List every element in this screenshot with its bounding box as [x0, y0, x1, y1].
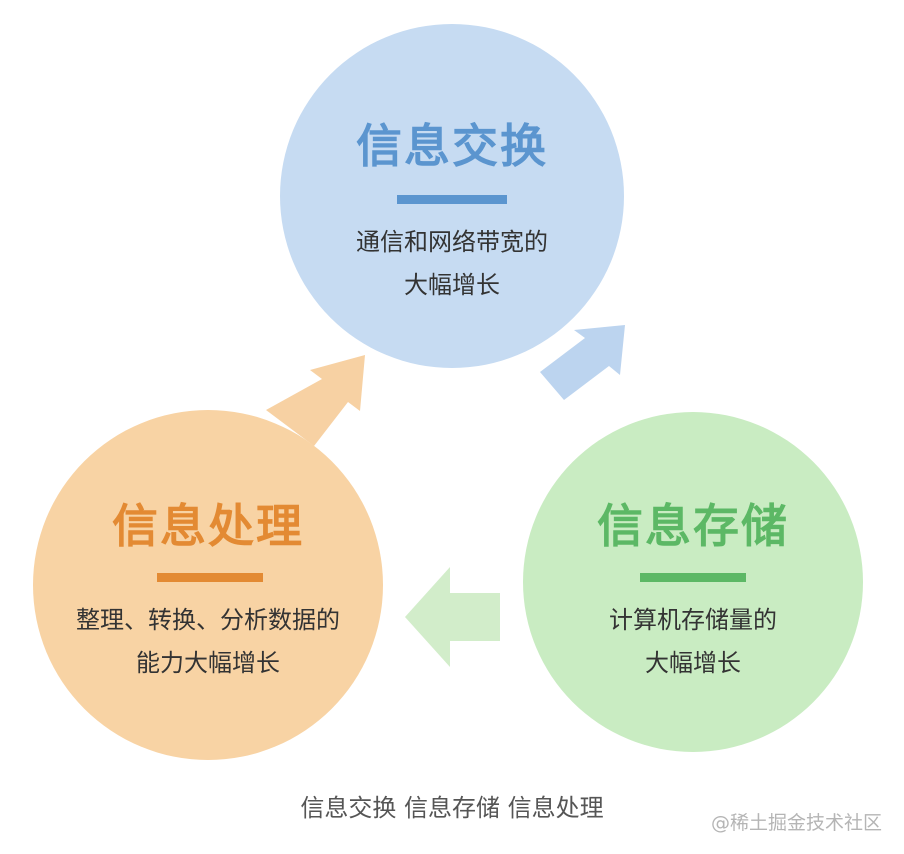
node-processing: 信息处理 整理、转换、分析数据的 能力大幅增长: [33, 410, 383, 760]
processing-divider: [157, 573, 263, 582]
arrow-exchange-to-storage: [540, 325, 625, 400]
exchange-desc-line1: 通信和网络带宽的: [356, 228, 548, 256]
diagram-caption: 信息交换 信息存储 信息处理: [300, 794, 604, 822]
exchange-divider: [397, 195, 507, 204]
processing-circle: [33, 410, 383, 760]
node-storage: 信息存储 计算机存储量的 大幅增长: [523, 412, 863, 752]
exchange-title: 信息交换: [356, 119, 548, 173]
arrow-storage-to-processing: [405, 567, 500, 667]
exchange-desc-line2: 大幅增长: [404, 271, 500, 299]
watermark: @稀土掘金技术社区: [710, 812, 882, 834]
arrow-processing-to-exchange: [266, 355, 365, 446]
storage-desc-line1: 计算机存储量的: [609, 606, 777, 634]
storage-title: 信息存储: [597, 499, 789, 553]
processing-desc-line1: 整理、转换、分析数据的: [76, 606, 340, 634]
processing-title: 信息处理: [112, 499, 304, 553]
storage-desc-line2: 大幅增长: [645, 649, 741, 677]
node-exchange: 信息交换 通信和网络带宽的 大幅增长: [280, 24, 624, 368]
processing-desc-line2: 能力大幅增长: [136, 649, 280, 677]
storage-divider: [640, 573, 746, 582]
